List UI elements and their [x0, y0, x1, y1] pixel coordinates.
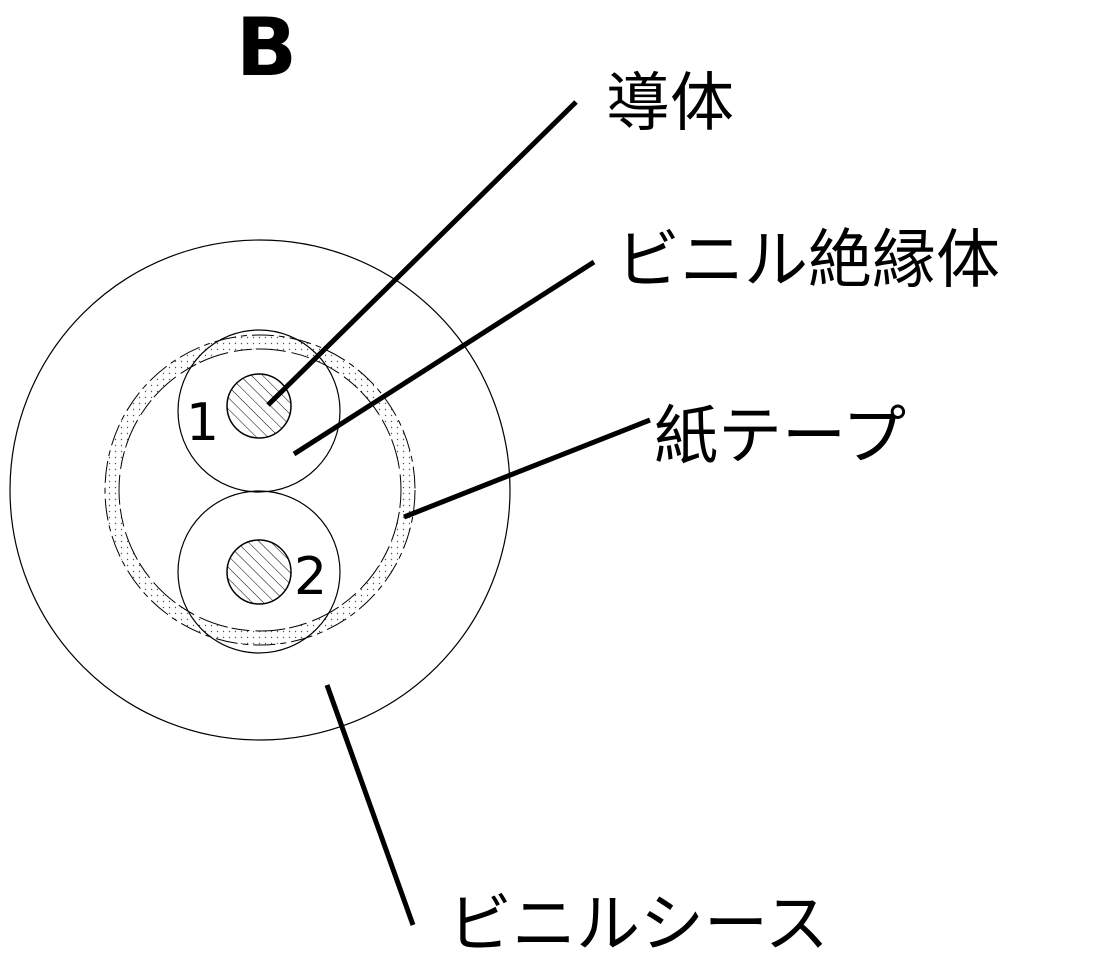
vinyl-sheath-label: ビニルシース [448, 888, 829, 959]
vinyl-insulator-label: ビニル絶縁体 [616, 224, 1000, 298]
core-2-insulation [177, 490, 341, 654]
core-2-number: 2 [294, 547, 327, 607]
conductor-label: 導体 [606, 67, 734, 141]
vinyl-sheath-leader-line [324, 684, 416, 926]
paper-tape-label: 紙テープ [654, 400, 906, 474]
core-1-number: 1 [186, 393, 219, 453]
vinyl-sheath-outer-circle [9, 239, 511, 741]
core-2-conductor [226, 539, 292, 605]
paper-tape-leader-line [403, 417, 651, 520]
core-1-conductor [226, 373, 292, 439]
paper-tape-ring [104, 334, 416, 646]
vinyl-insulator-leader-line [292, 259, 596, 457]
core-1-insulation [177, 329, 341, 493]
figure-letter: B [236, 1, 297, 94]
conductor-leader-line [266, 100, 578, 407]
